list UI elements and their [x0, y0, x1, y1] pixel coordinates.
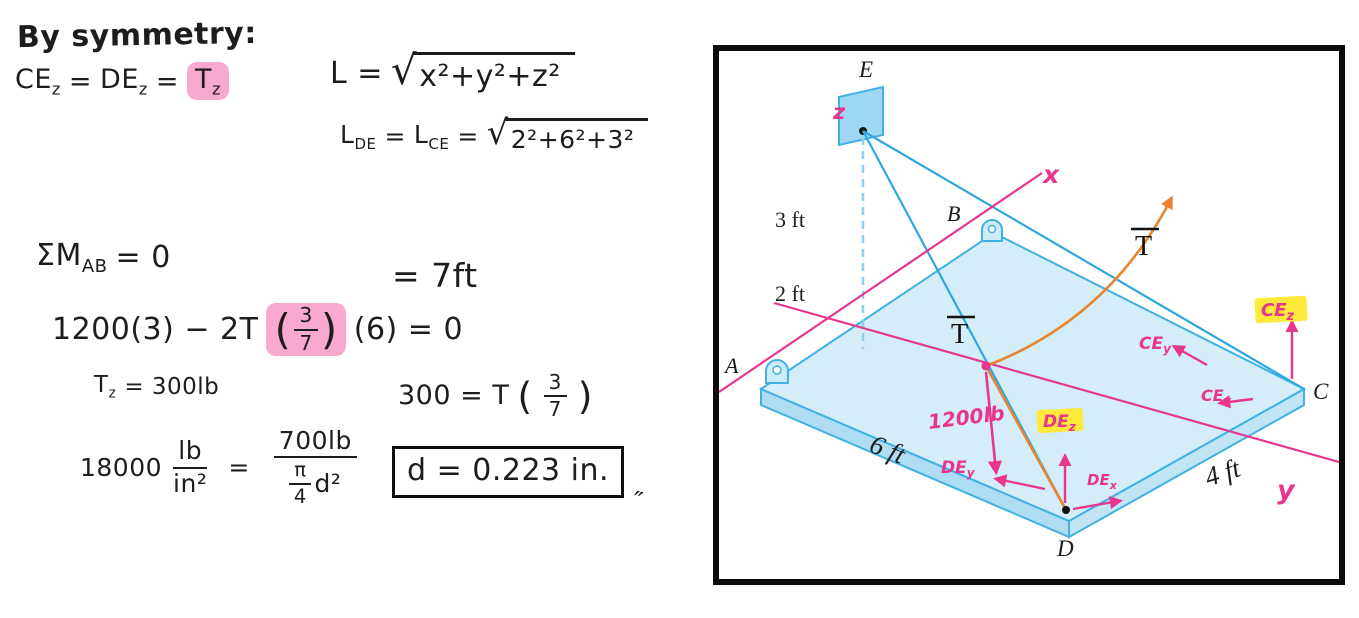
- radical: √x²+y²+z²: [391, 50, 575, 94]
- final-answer: d = 0.223 in. ″: [392, 446, 646, 518]
- plate: [758, 231, 1307, 539]
- load-arrow: [984, 371, 1003, 476]
- dey-label: DEy: [941, 458, 976, 480]
- dez-label: DEz: [1043, 412, 1077, 434]
- term-dez: DEz: [100, 64, 148, 99]
- cable-tension-curve: [984, 195, 1173, 511]
- term-lde: LDE: [340, 119, 377, 153]
- point-a-label: A: [723, 353, 739, 378]
- anchor-plate-e: [838, 85, 884, 147]
- cable-ec: [862, 130, 1305, 390]
- cez-highlight: [1254, 295, 1308, 324]
- expanded-right: (6) = 0: [353, 312, 464, 347]
- cey-arrow: [1171, 345, 1208, 367]
- term-lce: LCE: [413, 119, 450, 153]
- symmetry-heading: By symmetry:: [16, 15, 258, 56]
- expanded-left: 1200(3) − 2T: [52, 312, 259, 347]
- term-cez: CEz: [15, 64, 61, 99]
- length-formula: L = √x²+y²+z²: [330, 50, 575, 94]
- radical: √2²+6²+3²: [487, 115, 649, 154]
- dim-2ft: 2 ft: [775, 281, 805, 306]
- tz-value: = 300lb: [124, 373, 220, 400]
- length-lhs: L =: [330, 55, 383, 91]
- equals-sign: =: [68, 65, 93, 97]
- dex-label: DEx: [1087, 471, 1118, 492]
- dez-highlight: [1036, 407, 1084, 434]
- equals-sign: =: [228, 453, 250, 483]
- dex-arrow: [1072, 496, 1123, 511]
- hinge-hole-b: [987, 224, 997, 234]
- dim-3ft: 3 ft: [775, 207, 805, 232]
- cez-label: CEz: [1261, 300, 1295, 324]
- point-b-label: B: [947, 201, 960, 226]
- dey-arrow: [993, 474, 1046, 491]
- statics-figure: CEz CEy CEx DEz DEy DEx 1200lb T T E B A…: [718, 57, 1347, 561]
- tz-result: Tz = 300lb: [94, 372, 219, 402]
- equals-sign: =: [155, 65, 180, 97]
- support-bracket-a: [765, 359, 789, 384]
- y-axis-line: [773, 301, 1347, 466]
- answer-box: d = 0.223 in.: [392, 446, 625, 498]
- cex-label: CEx: [1201, 386, 1233, 408]
- point-d-label: D: [1056, 536, 1074, 561]
- stress-value: 18000: [80, 453, 163, 483]
- figure-panel: CEz CEy CEx DEz DEy DEx 1200lb T T E B A…: [713, 45, 1347, 585]
- support-bracket-b: [981, 219, 1003, 242]
- point-e-label: E: [858, 57, 873, 82]
- point-d-dot: [1062, 506, 1070, 514]
- x-axis-label: x: [1041, 160, 1060, 189]
- cex-arrow: [1217, 395, 1254, 409]
- tz-symbol: Tz: [94, 372, 117, 402]
- point-c-label: C: [1313, 379, 1329, 404]
- z-axis-label: z: [832, 100, 846, 124]
- x-axis-line: [718, 172, 1043, 393]
- length-values: LDE = LCE = √2²+6²+3²: [340, 115, 649, 154]
- moment-rhs: = 0: [115, 240, 171, 275]
- symmetry-equation: CEz = DEz = Tz: [15, 62, 230, 101]
- tension-label-2: T: [1135, 231, 1152, 262]
- answer-tick: ″: [628, 486, 646, 518]
- tension-lhs: 300 = T: [398, 380, 510, 412]
- moment-symbol: ΣMAB: [36, 238, 108, 277]
- highlighted-tz: Tz: [187, 62, 230, 101]
- hinge-hole-a: [772, 365, 782, 375]
- equals-sign: =: [457, 121, 479, 151]
- load-point-dot: [981, 361, 991, 371]
- equals-sign: =: [384, 121, 406, 151]
- length-result: = 7ft: [392, 256, 478, 295]
- cey-label: CEy: [1139, 334, 1172, 356]
- y-axis-label: y: [1277, 475, 1296, 506]
- moment-equation: ΣMAB = 0: [36, 238, 171, 277]
- tension-label-1: T: [951, 319, 968, 350]
